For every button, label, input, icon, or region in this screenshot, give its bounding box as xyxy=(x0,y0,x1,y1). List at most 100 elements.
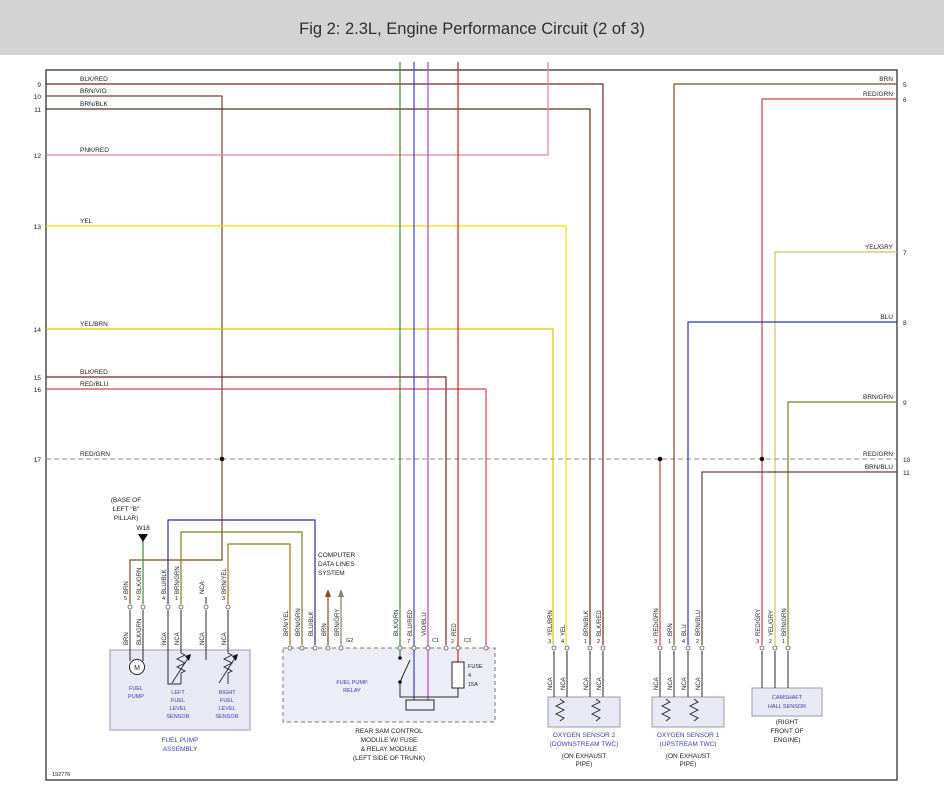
wire-label: RED/GRN xyxy=(80,451,110,458)
component-label: FUEL xyxy=(220,698,234,704)
wire-blk-red-pin9 xyxy=(46,83,604,645)
component-label: SENSOR xyxy=(166,714,189,720)
component-label: HALL SENSOR xyxy=(768,704,806,710)
wire-label: BRN/YEL xyxy=(222,568,228,594)
wire-label: YEL/BRN xyxy=(548,610,554,636)
pin-number: 2 xyxy=(769,639,772,645)
o2-sensor-1-labels: RED/GRN BRN BLU BRN/BLU 3 1 4 2 NCA NCA … xyxy=(654,608,720,768)
wire-brn-blk-pin11 xyxy=(46,108,591,645)
pin-number: 14 xyxy=(34,327,42,334)
wire-label: BRN/BLU xyxy=(696,610,702,636)
component-label: PUMP xyxy=(128,694,144,700)
pin-number: 11 xyxy=(34,107,41,114)
pin-number: 2 xyxy=(137,596,140,602)
oxygen-sensor-1-box xyxy=(651,696,725,728)
wire-label: BLU xyxy=(682,624,688,636)
wire-label: NCA xyxy=(200,581,206,594)
o2s2-heater-element xyxy=(554,698,566,722)
component-caption: PIPE) xyxy=(680,761,697,768)
pin-number: 2 xyxy=(451,639,454,645)
o2s1-heater-element xyxy=(688,698,700,722)
wire-blu-pin8 xyxy=(687,321,897,645)
wire-brn-to-fuel-pump xyxy=(129,459,223,604)
pin-number: 5 xyxy=(124,596,127,602)
pin-number: 3 xyxy=(756,639,759,645)
note-line: DATA LINES xyxy=(318,561,355,568)
junction-dot xyxy=(657,456,663,462)
wire-label: RED/BLU xyxy=(80,381,108,388)
motor-symbol-label: M xyxy=(134,665,140,672)
wire-label: YEL xyxy=(80,218,93,225)
pin-number: 17 xyxy=(34,457,42,464)
wire-label: YEL/GRY xyxy=(769,610,775,636)
wire-label: BRN/GRN xyxy=(863,394,893,401)
wire-label: BRN/VIO xyxy=(80,88,107,95)
wire-red-grn-pin6 xyxy=(761,98,897,645)
wire-label: BLU/BLK xyxy=(162,569,168,594)
wire-label: PNK/RED xyxy=(80,147,109,154)
wire-label: BRN/GRN xyxy=(782,608,788,636)
component-label: LEFT xyxy=(171,690,185,696)
nca-label: NCA xyxy=(584,677,590,690)
left-level-sensor-arrowhead xyxy=(185,654,191,661)
relay-contact-blade xyxy=(399,659,411,683)
wire-label: BRN xyxy=(879,76,893,83)
wire-label: BRN xyxy=(322,623,328,636)
wire-label: YEL xyxy=(561,624,567,636)
pin-number: 16 xyxy=(34,387,42,394)
relay-terminal-dot xyxy=(398,680,402,684)
pin-number: 1 xyxy=(782,639,785,645)
pin-number: 11 xyxy=(903,470,910,477)
wire-label: BLK/RED xyxy=(597,610,603,636)
component-caption: FRONT OF xyxy=(770,728,803,735)
component-label: LEVEL xyxy=(218,706,235,712)
pin-number: 4 xyxy=(561,639,564,645)
wire-brn-grn-pin9 xyxy=(787,401,897,645)
wire-blu-blk-sender xyxy=(167,519,316,645)
ground-note: (BASE OF LEFT "B" PILLAR) W18 xyxy=(111,497,150,532)
stub xyxy=(167,650,181,685)
wire-label: BLK/GRN xyxy=(137,619,143,645)
data-line-arrowhead xyxy=(325,589,331,597)
nca-label: NCA xyxy=(654,677,660,690)
relay-coil-symbol xyxy=(405,699,435,711)
wire-label: BLK/RED xyxy=(80,76,108,83)
component-label: RELAY xyxy=(343,688,361,694)
wire-label: BLU/BLK xyxy=(309,611,315,636)
wire-yel-pin13 xyxy=(46,225,567,645)
ground-note-line: LEFT "B" xyxy=(113,506,140,513)
nca-label: NCA xyxy=(548,677,554,690)
diagram-border xyxy=(45,69,898,781)
pin-number: 9 xyxy=(903,400,907,407)
fuel-pump-motor-symbol xyxy=(129,659,145,675)
o2s1-heater-element xyxy=(660,698,672,722)
component-caption: FUEL PUMP xyxy=(162,737,199,744)
right-level-sensor-arrowhead xyxy=(232,654,238,661)
wire-label: RED/GRN xyxy=(863,451,893,458)
wire-brn-pin5 xyxy=(673,83,897,645)
wire-label: NCA xyxy=(222,632,228,645)
wire-label: NCA xyxy=(200,632,206,645)
component-caption: (ON EXHAUST xyxy=(666,753,710,760)
page-title: Fig 2: 2.3L, Engine Performance Circuit … xyxy=(299,20,645,38)
relay-terminal-dot xyxy=(398,656,402,660)
wire-label: BLK/GRN xyxy=(137,568,143,594)
ground-symbol-w18 xyxy=(138,534,148,542)
wire-label: BRN/YEL xyxy=(284,610,290,636)
wire-label: BLU/RED xyxy=(408,609,414,636)
component-caption: (ON EXHAUST xyxy=(562,753,606,760)
fuse-label: 4 xyxy=(468,673,471,679)
pin-number: 7 xyxy=(903,250,907,257)
nca-label: NCA xyxy=(668,677,674,690)
ground-note-line: (BASE OF xyxy=(111,497,141,504)
pin-number: 15 xyxy=(34,375,42,382)
pin-number: 5 xyxy=(903,82,907,89)
junction-dot xyxy=(219,456,225,462)
nca-label: NCA xyxy=(561,677,567,690)
component-label: LEVEL xyxy=(169,706,186,712)
camshaft-sensor-labels: RED/GRY YEL/GRY BRN/GRN 3 2 1 CAMSHAFT H… xyxy=(756,608,806,744)
pin-number: 2 xyxy=(597,639,600,645)
component-label: SENSOR xyxy=(215,714,238,720)
